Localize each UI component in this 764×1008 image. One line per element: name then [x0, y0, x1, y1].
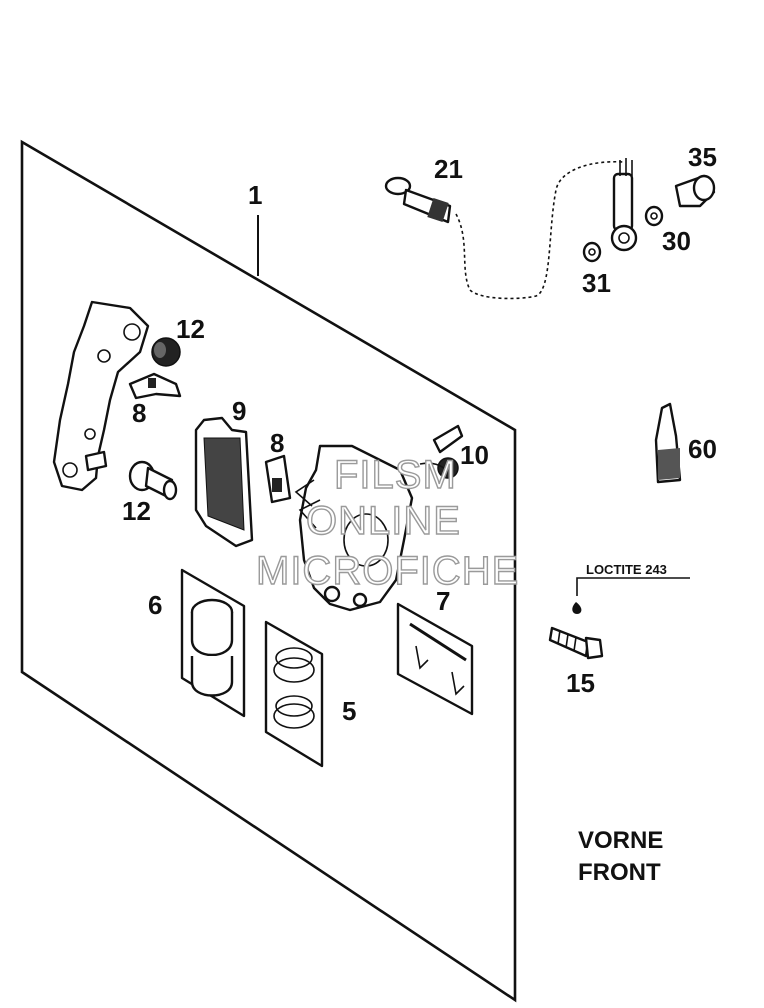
label-part-60: 60: [688, 434, 717, 464]
washer-31-hole: [588, 248, 596, 256]
loctite-bottle: [654, 402, 682, 484]
washer-30: [644, 205, 664, 227]
brake-pad: [194, 416, 254, 548]
label-part-35: 35: [688, 142, 717, 172]
label-part-5: 5: [342, 696, 356, 726]
label-part-7: 7: [436, 586, 450, 616]
label-part-15: 15: [566, 668, 595, 698]
pin-kit: [396, 602, 474, 716]
label-part-21: 21: [434, 154, 463, 184]
seal-kit: [264, 620, 324, 768]
label-part-30: 30: [662, 226, 691, 256]
label-part-31: 31: [582, 268, 611, 298]
brake-hose: [384, 160, 625, 300]
watermark-line-2: ONLINE: [306, 499, 461, 543]
bleeder-valve: [419, 424, 464, 479]
banjo-bolt: [674, 174, 716, 208]
watermark-line-1: FILSM: [334, 453, 457, 497]
caliper-bracket: [52, 300, 150, 492]
label-part-12-lower: 12: [122, 496, 151, 526]
assembly-board: [20, 139, 517, 1003]
loctite-annotation: LOCTITE 243: [586, 562, 667, 577]
caption-vorne: VORNE: [578, 827, 663, 854]
guide-pin: [128, 460, 178, 501]
pad-clip: [264, 454, 292, 504]
caption-front: FRONT: [578, 859, 661, 886]
label-part-10: 10: [460, 440, 489, 470]
piston-set: [180, 568, 246, 718]
banjo-fitting: [610, 158, 638, 252]
label-part-8-middle: 8: [270, 428, 284, 458]
label-part-1: 1: [248, 180, 262, 210]
label-part-9: 9: [232, 396, 246, 426]
label-part-8-left: 8: [132, 398, 146, 428]
caliper-body: [294, 444, 414, 612]
washer-31: [582, 241, 602, 263]
watermark-line-3: MICROFICHE: [256, 549, 519, 593]
guide-bush-upper: [151, 337, 181, 367]
pad-spring-left: [128, 372, 182, 400]
screw-15: [548, 577, 690, 660]
label-part-12-upper: 12: [176, 314, 205, 344]
washer-30-hole: [650, 212, 658, 220]
label-part-6: 6: [148, 590, 162, 620]
